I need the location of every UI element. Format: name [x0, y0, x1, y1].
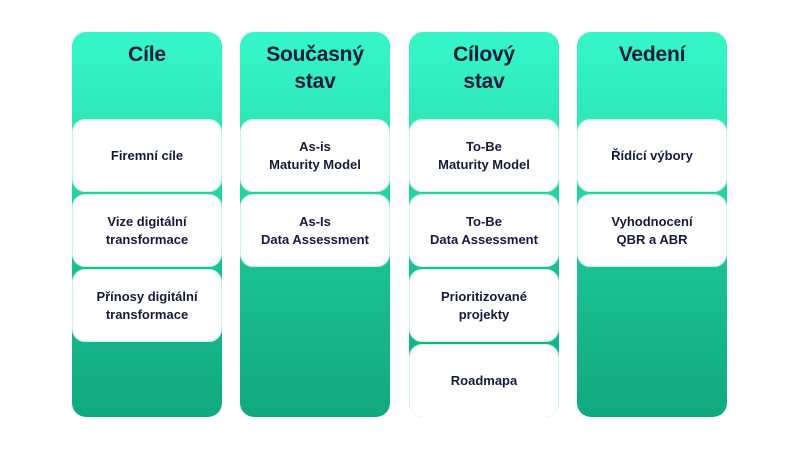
column-title: Cílový stav — [453, 43, 515, 93]
card-list: Řídící výbory Vyhodnocení QBR a ABR — [577, 119, 727, 269]
card-qbr-abr-evaluation: Vyhodnocení QBR a ABR — [577, 194, 727, 267]
card-steering-committees: Řídící výbory — [577, 119, 727, 192]
card-company-goals: Firemní cíle — [72, 119, 222, 192]
column-target-state: Cílový stav To-Be Maturity Model To-Be D… — [409, 32, 559, 417]
card-list: To-Be Maturity Model To-Be Data Assessme… — [409, 119, 559, 417]
card-to-be-data-assessment: To-Be Data Assessment — [409, 194, 559, 267]
column-current-state: Současný stav As-is Maturity Model As-Is… — [240, 32, 390, 417]
column-goals: Cíle Firemní cíle Vize digitální transfo… — [72, 32, 222, 417]
card-digital-transformation-benefits: Přínosy digitální transformace — [72, 269, 222, 342]
card-roadmap: Roadmapa — [409, 344, 559, 417]
column-title: Vedení — [618, 43, 686, 66]
card-prioritized-projects: Prioritizované projekty — [409, 269, 559, 342]
card-list: Firemní cíle Vize digitální transformace… — [72, 119, 222, 344]
card-as-is-maturity-model: As-is Maturity Model — [240, 119, 390, 192]
card-list: As-is Maturity Model As-Is Data Assessme… — [240, 119, 390, 269]
card-digital-transformation-vision: Vize digitální transformace — [72, 194, 222, 267]
card-to-be-maturity-model: To-Be Maturity Model — [409, 119, 559, 192]
column-title: Cíle — [128, 43, 166, 66]
card-as-is-data-assessment: As-Is Data Assessment — [240, 194, 390, 267]
column-governance: Vedení Řídící výbory Vyhodnocení QBR a A… — [577, 32, 727, 417]
column-title: Současný stav — [266, 43, 364, 93]
